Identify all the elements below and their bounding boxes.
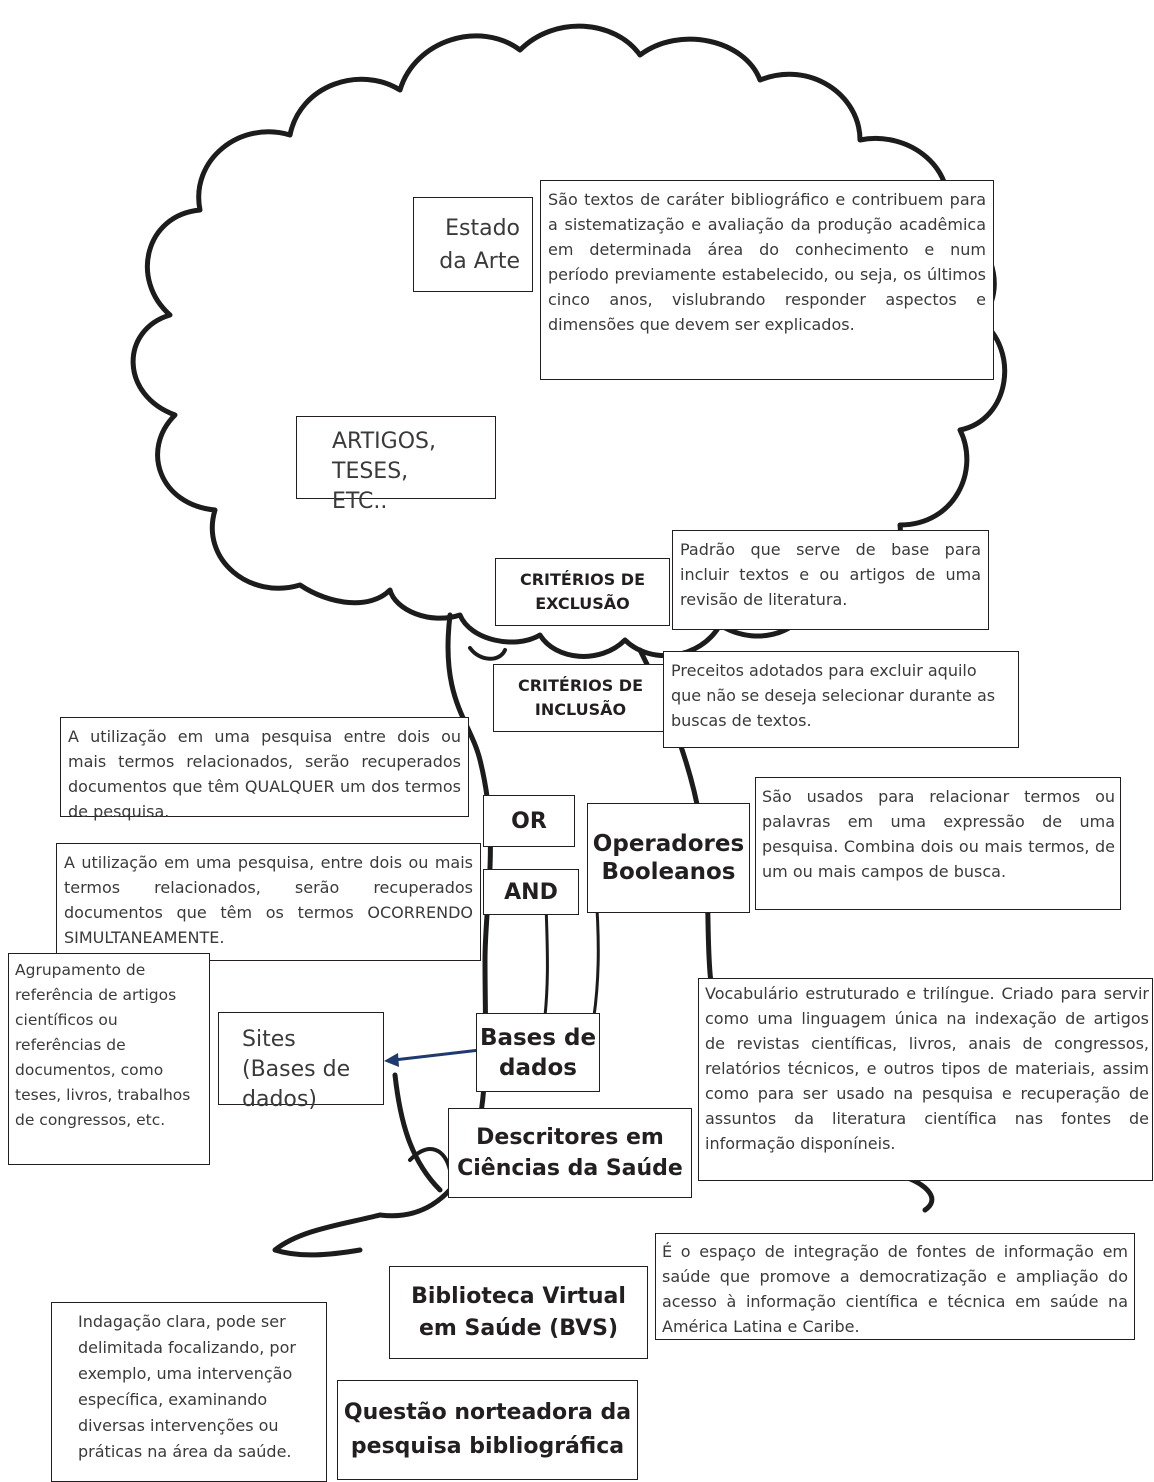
sites-description-text: Agrupamento de referência de artigos cie… [15, 961, 191, 1129]
or-label: OR [511, 808, 547, 834]
arrow-to-sites [384, 1048, 481, 1067]
and-description-text: A utilização em uma pesquisa, entre dois… [64, 853, 473, 947]
operadores-booleanos-label: Operadores Booleanos [592, 831, 745, 885]
and-description: A utilização em uma pesquisa, entre dois… [56, 843, 481, 961]
criterios-exclusao-description: Padrão que serve de base para incluir te… [672, 530, 989, 630]
or-description-text: A utilização em uma pesquisa entre dois … [68, 727, 461, 821]
criterios-inclusao-label: CRITÉRIOS DE INCLUSÃO [517, 676, 644, 719]
arrow-head-icon [384, 1053, 399, 1067]
and-box: AND [483, 869, 579, 915]
bases-de-dados-label: Bases de dados [479, 1024, 597, 1081]
or-box: OR [483, 795, 575, 847]
sites-label: Sites (Bases de dados) [242, 1027, 351, 1112]
bvs-box: Biblioteca Virtual em Saúde (BVS) [389, 1266, 648, 1359]
bvs-description-text: É o espaço de integração de fontes de in… [662, 1242, 1128, 1336]
bvs-label: Biblioteca Virtual em Saúde (BVS) [411, 1283, 626, 1341]
sites-description: Agrupamento de referência de artigos cie… [8, 953, 210, 1165]
questao-label: Questão norteadora da pesquisa bibliográ… [343, 1400, 632, 1459]
criterios-inclusao-box: CRITÉRIOS DE INCLUSÃO [493, 664, 668, 732]
bases-de-dados-box: Bases de dados [476, 1013, 600, 1092]
estado-arte-label-box: Estado da Arte [413, 197, 533, 292]
operadores-booleanos-description-text: São usados para relacionar termos ou pal… [762, 787, 1115, 881]
criterios-exclusao-label: CRITÉRIOS DE EXCLUSÃO [519, 570, 646, 613]
criterios-inclusao-description: Preceitos adotados para excluir aquilo q… [663, 651, 1019, 748]
descritores-box: Descritores em Ciências da Saúde [448, 1108, 692, 1198]
bvs-description: É o espaço de integração de fontes de in… [655, 1233, 1135, 1340]
criterios-inclusao-description-text: Preceitos adotados para excluir aquilo q… [671, 661, 996, 730]
or-description: A utilização em uma pesquisa entre dois … [60, 717, 469, 821]
artigos-box: ARTIGOS, TESES, ETC.. [296, 416, 496, 514]
operadores-booleanos-description: São usados para relacionar termos ou pal… [755, 777, 1121, 910]
sites-box: Sites (Bases de dados) [218, 1012, 384, 1112]
estado-arte-description: São textos de caráter bibliográfico e co… [540, 180, 994, 380]
and-label: AND [504, 879, 558, 905]
estado-arte-description-text: São textos de caráter bibliográfico e co… [548, 190, 986, 334]
questao-description: Indagação clara, pode ser delimitada foc… [51, 1302, 327, 1482]
descritores-label: Descritores em Ciências da Saúde [457, 1125, 683, 1181]
operadores-booleanos-box: Operadores Booleanos [587, 803, 750, 913]
descritores-description: Vocabulário estruturado e trilíngue. Cri… [698, 978, 1153, 1181]
questao-box: Questão norteadora da pesquisa bibliográ… [337, 1380, 638, 1480]
artigos-label: ARTIGOS, TESES, ETC.. [332, 429, 436, 514]
descritores-description-text: Vocabulário estruturado e trilíngue. Cri… [705, 984, 1149, 1153]
criterios-exclusao-box: CRITÉRIOS DE EXCLUSÃO [495, 558, 670, 626]
questao-description-text: Indagação clara, pode ser delimitada foc… [78, 1312, 296, 1461]
criterios-exclusao-description-text: Padrão que serve de base para incluir te… [680, 540, 981, 609]
estado-arte-label: Estado da Arte [439, 216, 520, 274]
tree-canopy [130, 23, 1008, 659]
